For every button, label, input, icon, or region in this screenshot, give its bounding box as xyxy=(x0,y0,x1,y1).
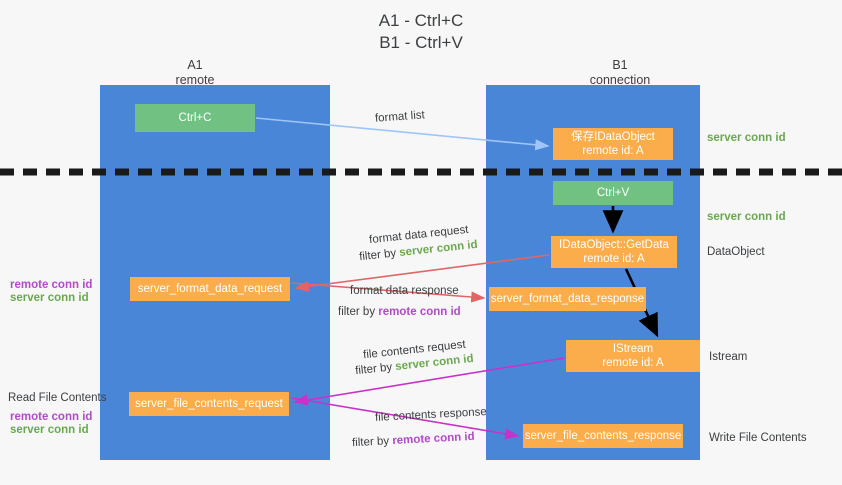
filter-by-text-2: filter by xyxy=(338,306,376,318)
node-server-file-contents-response-label: server_file_contents_response xyxy=(524,430,682,442)
label-format-list: format list xyxy=(374,109,426,125)
node-server-format-data-response[interactable]: server_format_data_response xyxy=(489,287,646,311)
node-getdata-line1: IDataObject::GetData xyxy=(559,239,669,251)
label-format-data-response-filter: filter by remote conn id xyxy=(338,305,461,320)
label-server-conn-id-top: server conn id xyxy=(707,132,786,144)
node-idataobject[interactable]: 保存IDataObject remote id: A xyxy=(553,128,673,160)
node-server-file-contents-response[interactable]: server_file_contents_response xyxy=(523,424,683,448)
label-server-conn-id-middle: server conn id xyxy=(707,211,786,223)
node-ctrl-v[interactable]: Ctrl+V xyxy=(553,181,673,205)
node-getdata-line2: remote id: A xyxy=(583,253,645,265)
lane-header-b1-subtitle: connection xyxy=(589,73,651,87)
node-ctrl-c-line1: Ctrl+C xyxy=(178,112,212,124)
label-write-file-contents: Write File Contents xyxy=(709,432,807,444)
label-format-data-response: format data response xyxy=(350,285,459,297)
label-read-file-contents: Read File Contents xyxy=(8,392,107,404)
page-title: A1 - Ctrl+C B1 - Ctrl+V xyxy=(0,10,842,54)
label-file-contents-response: file contents response xyxy=(374,406,488,424)
filter-by-text-3: filter by xyxy=(354,361,393,378)
title-line-2: B1 - Ctrl+V xyxy=(379,33,463,52)
label-dataobject: DataObject xyxy=(707,246,765,258)
node-server-format-data-request[interactable]: server_format_data_request xyxy=(130,277,290,301)
lane-header-a1-subtitle: remote xyxy=(175,73,215,87)
filter-by-text-1: filter by xyxy=(358,247,397,264)
filter-by-text-4: filter by xyxy=(351,435,390,450)
label-istream: Istream xyxy=(709,351,748,363)
label-left-remote-conn-id-2: remote conn id xyxy=(10,411,93,423)
lane-header-a1-name: A1 xyxy=(187,58,203,72)
node-istream-line2: remote id: A xyxy=(602,357,664,369)
node-ctrl-v-line1: Ctrl+V xyxy=(596,187,630,199)
node-idataobject-getdata[interactable]: IDataObject::GetData remote id: A xyxy=(551,236,677,268)
node-server-file-contents-request[interactable]: server_file_contents_request xyxy=(129,392,289,416)
node-server-format-data-request-label: server_format_data_request xyxy=(137,283,283,295)
node-idataobject-line1: 保存IDataObject xyxy=(571,131,655,143)
lane-header-b1-name: B1 xyxy=(612,58,628,72)
label-left-server-conn-id-2: server conn id xyxy=(10,424,89,436)
node-server-format-data-response-label: server_format_data_response xyxy=(490,293,645,305)
node-istream[interactable]: IStream remote id: A xyxy=(566,340,700,372)
remote-conn-id-text-1: remote conn id xyxy=(378,306,461,318)
lane-header-b1: B1 connection xyxy=(540,58,700,88)
node-istream-line1: IStream xyxy=(612,343,654,355)
label-left-remote-conn-id-1: remote conn id xyxy=(10,279,93,291)
node-server-file-contents-request-label: server_file_contents_request xyxy=(135,398,283,410)
node-idataobject-line2: remote id: A xyxy=(582,145,644,157)
lane-header-a1: A1 remote xyxy=(115,58,275,88)
label-left-server-conn-id-1: server conn id xyxy=(10,292,89,304)
title-line-1: A1 - Ctrl+C xyxy=(378,11,464,30)
remote-conn-id-text-2: remote conn id xyxy=(391,430,475,448)
node-ctrl-c[interactable]: Ctrl+C xyxy=(135,104,255,132)
label-file-contents-response-filter: filter by remote conn id xyxy=(352,430,475,451)
